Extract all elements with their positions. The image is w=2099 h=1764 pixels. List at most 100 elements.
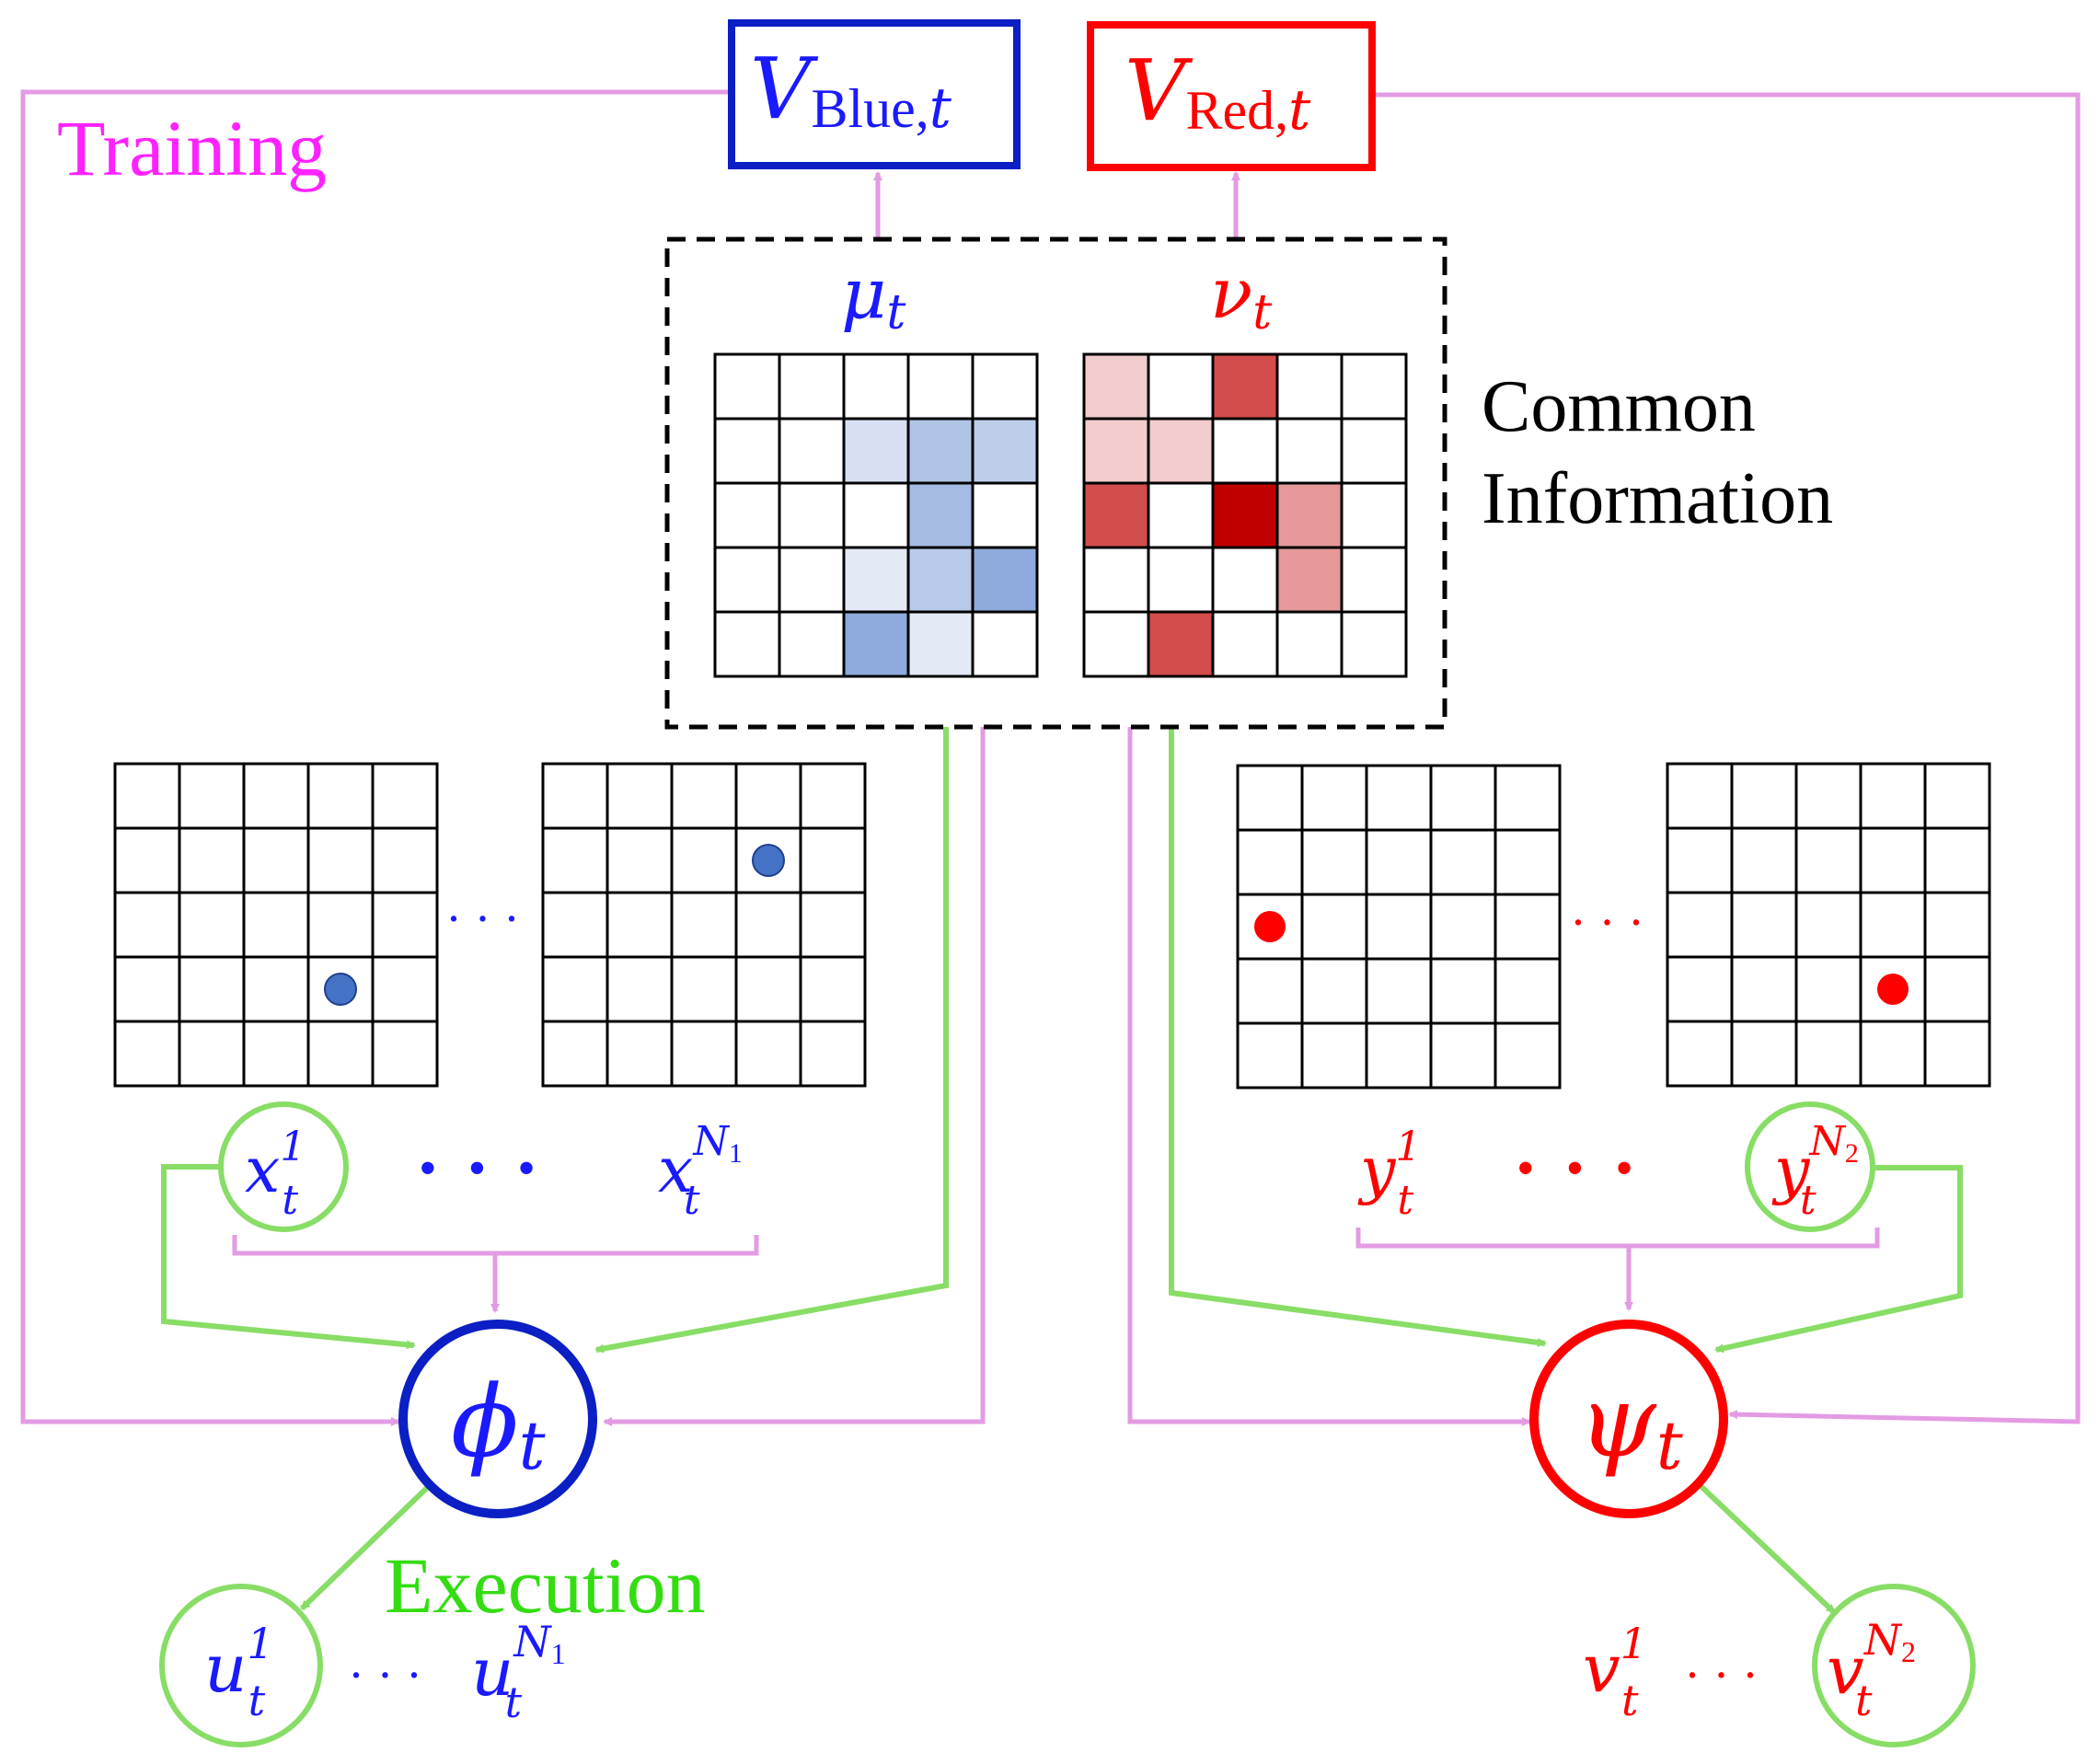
red-agent-N-grid-cell-1-2 [1794, 826, 1863, 894]
blue-agent-N-grid-cell-3-0 [541, 955, 609, 1023]
value-box-red-sub: Red, [1185, 80, 1288, 141]
blue-action-N-supsub: 1 [551, 1637, 566, 1670]
nu-grid-cell-0-3 [1275, 352, 1344, 421]
red-state-N-sub: t [1800, 1177, 1816, 1224]
red-agent-1-grid-cell-0-0 [1236, 764, 1304, 832]
red-agent-N-grid-cell-0-3 [1859, 762, 1927, 830]
red-state-ellipsis: • • • [1517, 1140, 1643, 1197]
red-agent-1-grid-cell-2-4 [1494, 893, 1562, 961]
red-agent-1-grid-cell-0-2 [1365, 764, 1433, 832]
red-agent-1-grid [1236, 764, 1562, 1090]
value-box-blue-frame [728, 19, 1021, 169]
nu-grid-cell-2-2 [1211, 481, 1279, 549]
blue-agent-N-grid-cell-2-2 [670, 891, 738, 959]
blue-agent-1-grid-cell-3-2 [242, 955, 310, 1023]
blue-agent-1-grid-cell-4-4 [371, 1020, 439, 1088]
red-agent-N-grid-cell-2-0 [1666, 891, 1734, 959]
red-agent-N-grid [1666, 762, 1991, 1088]
blue-agent-1-grid-cell-3-1 [178, 955, 246, 1023]
red-action-N-sup: N [1863, 1615, 1903, 1665]
nu-grid-cell-1-3 [1275, 417, 1344, 485]
nu-grid-cell-0-1 [1147, 352, 1215, 421]
nu-grid-cell-2-1 [1147, 481, 1215, 549]
blue-policy-symbol: ϕ [451, 1365, 519, 1480]
value-box-red-main: V [1124, 41, 1194, 140]
blue-state-ellipsis: • • • [419, 1140, 545, 1197]
mu-grid-cell-4-1 [778, 610, 846, 678]
blue-agent-N-grid-cell-1-1 [605, 826, 674, 894]
blue-agent-N-grid-cell-1-2 [670, 826, 738, 894]
blue-agent-N-grid-cell-0-2 [670, 762, 738, 830]
red-state-N-base: y [1771, 1135, 1811, 1207]
mu-grid-cell-2-4 [971, 481, 1039, 549]
red-state-1-sup: 1 [1395, 1124, 1421, 1170]
red-agent-1-grid-cell-4-1 [1300, 1021, 1368, 1090]
blue-agent-N-grid-cell-3-1 [605, 955, 674, 1023]
svg-text:VRed,t: VRed,t [1124, 41, 1311, 143]
training-brace-red [1355, 1228, 1880, 1249]
red-agent-N-grid-cell-2-4 [1923, 891, 1991, 959]
blue-agent-N-grid-cell-3-4 [799, 955, 867, 1023]
blue-state-N-base: x [658, 1135, 693, 1207]
mu-grid-cell-1-4 [971, 417, 1039, 485]
value-box-blue-sub-t: t [929, 76, 952, 141]
mu-grid-cell-1-3 [906, 417, 975, 485]
mu-grid-cell-0-1 [778, 352, 846, 421]
blue-agent-N-grid-cell-4-3 [734, 1020, 802, 1088]
blue-agent-N-grid-cell-1-4 [799, 826, 867, 894]
red-agent-N-grid-cell-4-2 [1794, 1020, 1863, 1088]
blue-state-1-node [218, 1101, 349, 1232]
red-state-N-node [1745, 1101, 1875, 1232]
mu-grid-cell-3-0 [713, 546, 781, 614]
mu-grid-cell-2-0 [713, 481, 781, 549]
blue-action-1-sub: t [248, 1676, 266, 1725]
blue-state-1-sup: 1 [280, 1124, 306, 1170]
red-agent-N-grid-cell-4-1 [1730, 1020, 1798, 1088]
value-box-red-sub-t: t [1288, 78, 1311, 143]
mu-label: μt [841, 252, 905, 340]
blue-agent-1-grid-cell-0-2 [242, 762, 310, 830]
training-connections [20, 89, 2081, 1426]
mu-grid-cell-2-1 [778, 481, 846, 549]
red-agent-1-grid-cell-4-0 [1236, 1021, 1304, 1090]
mu-grid-cell-3-1 [778, 546, 846, 614]
blue-state-1-base: x [245, 1135, 280, 1207]
blue-policy-sub: t [519, 1407, 547, 1484]
blue-action-1-base: u [204, 1630, 247, 1707]
red-agent-1-grid-cell-3-0 [1236, 957, 1304, 1025]
execution-line-yN-to-psi [1714, 1165, 1963, 1354]
nu-distribution-grid [1082, 352, 1408, 678]
common-information-label-line2: Information [1482, 458, 1833, 539]
blue-action-1-node [159, 1584, 323, 1747]
training-line-vred-to-psi [1372, 92, 2081, 1424]
value-box-red-frame [1087, 21, 1376, 171]
blue-grid-ellipsis: · · · [445, 891, 520, 946]
blue-agent-1-grid-cell-2-3 [306, 891, 375, 959]
red-agent-N-grid-agent-position-dot [1877, 974, 1909, 1005]
red-policy-symbol: ψ [1578, 1365, 1657, 1480]
training-brace-blue [232, 1235, 759, 1256]
execution-label: Execution [385, 1541, 706, 1630]
nu-grid-cell-4-4 [1340, 610, 1408, 678]
common-information-box [664, 236, 1447, 730]
blue-agent-N-grid-cell-4-4 [799, 1020, 867, 1088]
blue-agent-N-grid-cell-4-2 [670, 1020, 738, 1088]
red-agent-N-grid-cell-0-4 [1923, 762, 1991, 830]
nu-grid-cell-1-1 [1147, 417, 1215, 485]
red-agent-N-grid-cell-0-1 [1730, 762, 1798, 830]
nu-grid-cell-0-2 [1211, 352, 1279, 421]
blue-agent-1-grid-agent-position-dot [324, 973, 357, 1006]
blue-agent-1-grid-cell-4-0 [113, 1020, 181, 1088]
red-action-1-base: v [1583, 1630, 1620, 1707]
red-agent-1-grid-cell-1-0 [1236, 828, 1304, 896]
mu-grid-cell-4-3 [906, 610, 975, 678]
blue-agent-N-grid-cell-2-0 [541, 891, 609, 959]
nu-grid-cell-1-2 [1211, 417, 1279, 485]
red-agent-N-grid-cell-1-1 [1730, 826, 1798, 894]
red-agent-1-grid-cell-2-2 [1365, 893, 1433, 961]
mu-grid-cell-4-4 [971, 610, 1039, 678]
